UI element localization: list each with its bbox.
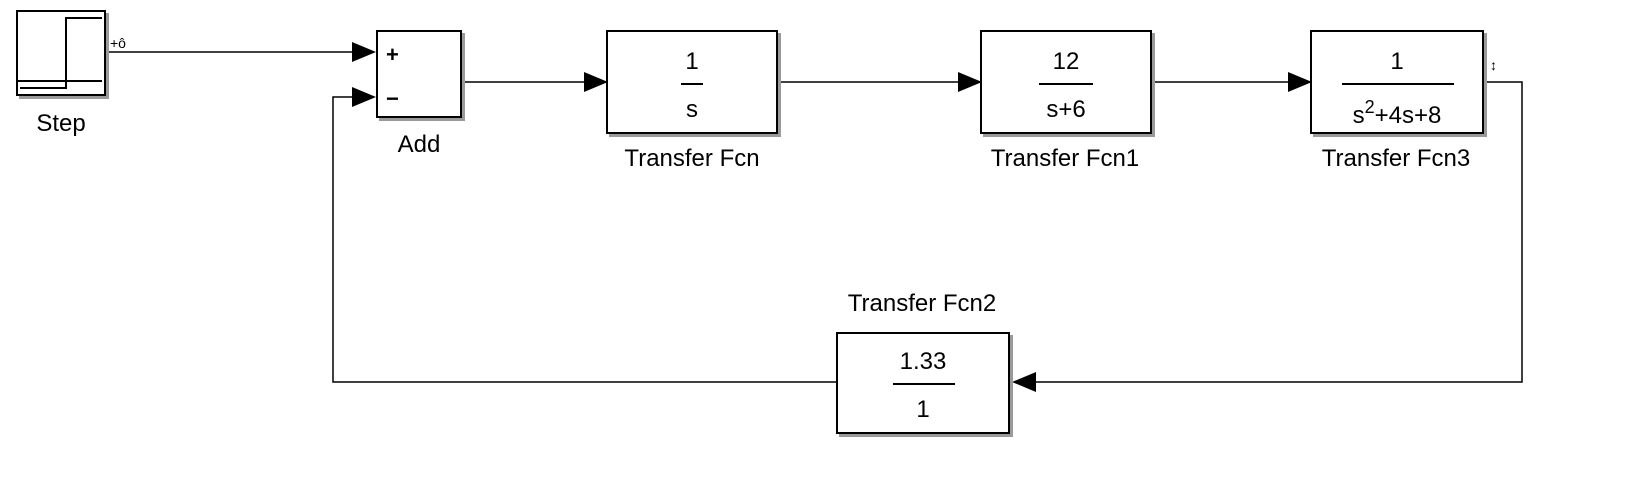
tf-numerator: 1 xyxy=(685,48,699,75)
transfer-fcn1-block[interactable]: 12 s+6 xyxy=(980,30,1152,134)
tf3-denominator-rest: +4s+8 xyxy=(1374,102,1442,129)
transfer-fcn2-label: Transfer Fcn2 xyxy=(847,290,997,317)
arrowhead-add-minus xyxy=(352,87,376,107)
transfer-fcn3-label: Transfer Fcn3 xyxy=(1321,145,1471,172)
tf2-numerator: 1.33 xyxy=(899,348,947,375)
tf-fraction-bar xyxy=(681,83,703,85)
step-label: Step xyxy=(36,110,86,137)
transfer-fcn2-block[interactable]: 1.33 1 xyxy=(836,332,1010,434)
transfer-fcn3-block[interactable]: 1 s2+4s+8 xyxy=(1310,30,1484,134)
tf3-output-port-marker: ↕ xyxy=(1490,57,1497,73)
add-label: Add xyxy=(397,131,441,158)
tf3-denominator-exponent: 2 xyxy=(1364,97,1375,117)
tf1-denominator: s+6 xyxy=(1046,96,1086,123)
add-block[interactable]: + − xyxy=(376,30,462,118)
step-output-port-marker: +ô xyxy=(110,35,126,51)
tf3-fraction-bar xyxy=(1342,83,1454,85)
transfer-fcn-block[interactable]: 1 s xyxy=(606,30,778,134)
add-plus-sign: + xyxy=(386,42,399,67)
tf3-denominator: s2+4s+8 xyxy=(1312,98,1482,128)
arrowhead-tf3 xyxy=(1288,72,1312,92)
tf2-denominator: 1 xyxy=(916,396,930,423)
arrowhead-tf1 xyxy=(958,72,982,92)
arrowhead-tf2 xyxy=(1012,372,1036,392)
tf-denominator: s xyxy=(686,96,698,123)
step-block[interactable] xyxy=(16,10,106,96)
signal-tf3-to-tf2[interactable] xyxy=(1036,81,1523,383)
transfer-fcn-label: Transfer Fcn xyxy=(624,145,760,172)
transfer-fcn1-label: Transfer Fcn1 xyxy=(990,145,1140,172)
tf3-denominator-base: s xyxy=(1352,102,1365,129)
arrowhead-add-plus xyxy=(352,42,376,62)
step-icon xyxy=(18,17,102,89)
tf3-numerator: 1 xyxy=(1390,48,1404,75)
tf1-numerator: 12 xyxy=(1052,48,1080,75)
arrowhead-tf xyxy=(584,72,608,92)
tf2-fraction-bar xyxy=(893,383,955,385)
signal-feedback-to-add[interactable] xyxy=(332,96,836,383)
tf1-fraction-bar xyxy=(1039,83,1093,85)
add-minus-sign: − xyxy=(386,86,399,111)
